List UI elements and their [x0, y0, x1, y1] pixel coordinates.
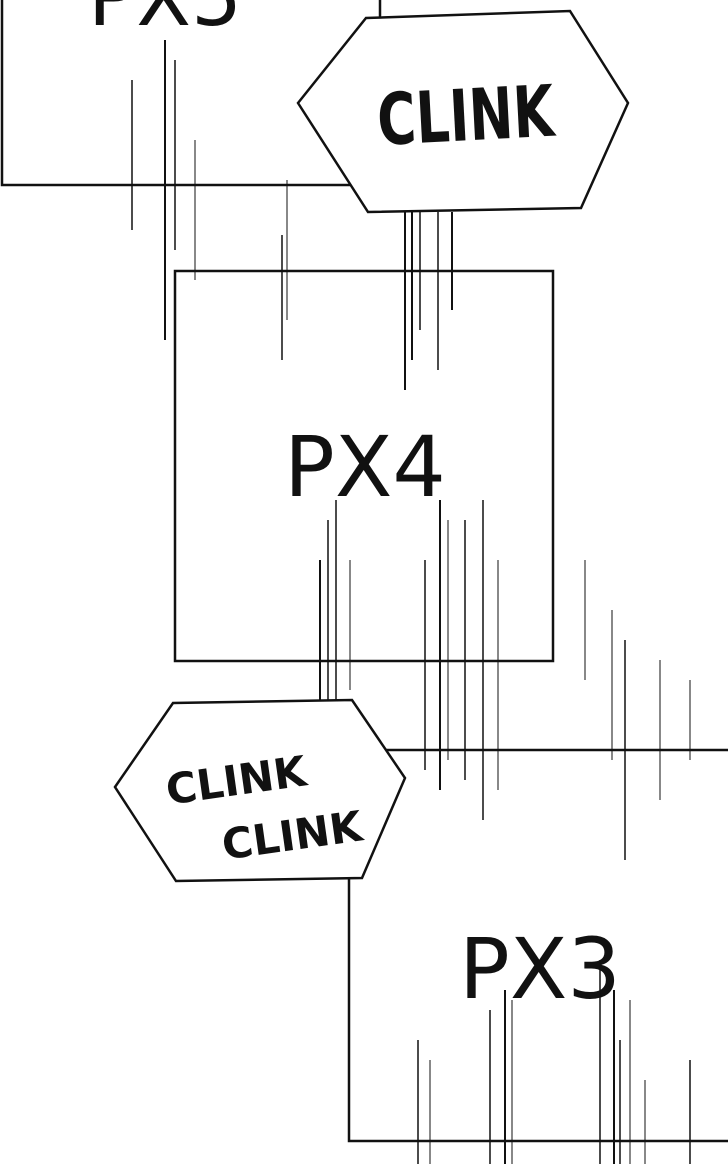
sfx-clink-text: CLINK	[375, 70, 558, 162]
panel-px5-label: PX5	[88, 0, 242, 44]
sfx-bubble-clink	[296, 9, 630, 214]
speed-lines-front	[131, 40, 691, 1164]
panel-px4	[173, 269, 555, 663]
panel-px3	[347, 748, 728, 1143]
panel-px4-label: PX4	[284, 418, 446, 516]
panel-px3-label: PX3	[459, 920, 621, 1018]
sfx-bubble-clink-clink	[113, 698, 407, 883]
